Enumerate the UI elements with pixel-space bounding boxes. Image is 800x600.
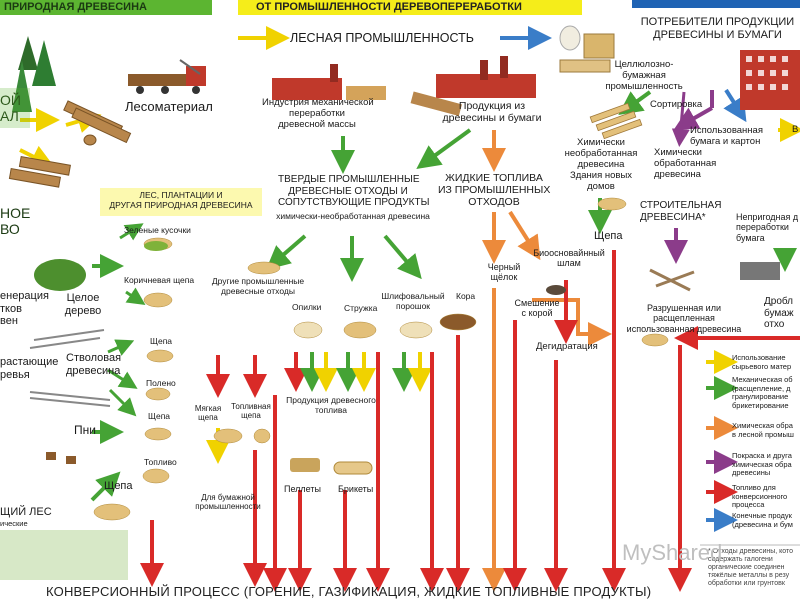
wood-paper-products-label: Продукция из древесины и бумаги bbox=[442, 100, 542, 125]
header-natural-wood: ПРИРОДНАЯ ДРЕВЕСИНА bbox=[4, 1, 147, 13]
legend-item-final: Конечные продук (древесина и бум bbox=[732, 511, 793, 529]
left-green-box bbox=[0, 88, 30, 128]
timber-truck-icon bbox=[128, 59, 206, 94]
forest-plantations-label: ЛЕС, ПЛАНТАЦИИ И ДРУГАЯ ПРИРОДНАЯ ДРЕВЕС… bbox=[109, 190, 253, 210]
growing-fragment-label: растающие ревья bbox=[0, 356, 59, 381]
pulp-paper-label: Целлюлозно- бумажная промышленность bbox=[605, 59, 683, 92]
pellets-icon bbox=[290, 458, 320, 472]
footnote: * Отходы древесины, кото содержать галог… bbox=[708, 548, 794, 588]
stem-wood-icon bbox=[29, 329, 111, 407]
paper-products-icon bbox=[559, 25, 615, 73]
fuel-label: Топливо bbox=[144, 457, 177, 467]
conversion-process-label: КОНВЕРСИОННЫЙ ПРОЦЕСС (ГОРЕНИЕ, ГАЗИФИКА… bbox=[46, 584, 652, 599]
solid-wastes-label: ТВЕРДЫЕ ПРОМЫШЛЕННЫЕ ДРЕВЕСНЫЕ ОТХОДЫ И … bbox=[278, 174, 430, 208]
chem-untreated-label: Химически необработанная древесина Здани… bbox=[564, 137, 638, 192]
green-tree-icon bbox=[34, 241, 168, 291]
briquettes-label: Брикеты bbox=[338, 484, 374, 494]
dehydration-label: Дегидратация bbox=[536, 341, 598, 352]
black-liquor-label: Черный щёлок bbox=[487, 262, 521, 283]
factory-mechanical-icon bbox=[272, 64, 386, 100]
fuel-wood-label: Топливная щепа bbox=[231, 402, 271, 421]
crushed-paper-icon bbox=[740, 262, 780, 280]
forest-fragment-label: ЩИЙ ЛЕС bbox=[0, 506, 52, 518]
left-fragment-top: ОЙ АЛ bbox=[0, 92, 21, 125]
forest-industry-label: ЛЕСНАЯ ПРОМЫШЛЕННОСТЬ bbox=[290, 31, 474, 45]
legend-item-mechanical: Механическая об (расщепление, д гранулир… bbox=[732, 375, 793, 410]
header-industry-band bbox=[238, 0, 582, 15]
mix-with-bark-label: Смешение с корой bbox=[514, 298, 560, 319]
sawdust-label: Опилки bbox=[292, 302, 322, 312]
left-fragment-mid: НОЕ ВО bbox=[0, 205, 31, 238]
soft-chips-label: Мягкая щепа bbox=[194, 404, 222, 423]
generation-fragment-label: енерация тков вен bbox=[0, 290, 49, 328]
stumps-icon bbox=[46, 452, 76, 464]
timber-label: Лесоматериал bbox=[125, 99, 213, 114]
for-paper-label: Для бумажной промышленности bbox=[195, 493, 261, 512]
header-natural-wood-band bbox=[0, 0, 212, 15]
green-chips-label: Зеленые кусочки bbox=[124, 225, 191, 235]
destroyed-wood-label: Разрушенная или расщепленная использован… bbox=[626, 303, 742, 334]
chips-icons bbox=[93, 197, 669, 521]
whole-tree-label: Целое дерево bbox=[64, 292, 102, 317]
wood-fuel-production-label: Продукция древесного топлива bbox=[286, 395, 376, 415]
chips-3-label: Щепа bbox=[104, 480, 133, 492]
mechanical-processing-label: Индустрия механической переработки древе… bbox=[262, 97, 374, 130]
liquid-fuels-label: ЖИДКИЕ ТОПЛИВА ИЗ ПРОМЫШЛЕННЫХ ОТХОДОВ bbox=[438, 172, 551, 209]
building-wood-label: СТРОИТЕЛЬНАЯ ДРЕВЕСИНА* bbox=[640, 200, 722, 223]
logs-pile-icon bbox=[8, 100, 132, 188]
factory-paper-icon bbox=[410, 56, 536, 117]
header-used-wood-band bbox=[632, 0, 800, 8]
unsuitable-paper-label: Непригодная д переработки бумага bbox=[736, 212, 799, 243]
planks-icon bbox=[589, 102, 643, 140]
header-from-industry: ОТ ПРОМЫШЛЕННОСТИ ДЕРЕВОПЕРЕРАБОТКИ bbox=[256, 1, 522, 13]
forest-plantations-box bbox=[100, 188, 262, 216]
solid-wastes-sub: химически-необработанная древесина bbox=[276, 211, 430, 221]
legend-arrows bbox=[706, 350, 738, 532]
legend-item-fuel: Топливо для конверсионного процесса bbox=[732, 483, 788, 510]
legend: Использование сырьевого матер Механическ… bbox=[700, 350, 800, 538]
watermark: MyShared bbox=[622, 540, 723, 565]
used-paper-label: Использованная бумага и картон bbox=[690, 125, 763, 147]
building-icon bbox=[740, 50, 800, 110]
right-edge-b: В bbox=[792, 124, 799, 135]
legend-item-painting: Покраска и друга химическая обра древеси… bbox=[732, 451, 792, 478]
sanding-dust-label: Шлифовальный порошок bbox=[381, 291, 445, 311]
legend-item-chemical: Химическая обра в лесной промыш bbox=[732, 421, 794, 439]
chips-2-label: Щепа bbox=[148, 411, 171, 421]
pellets-label: Пеллеты bbox=[284, 484, 321, 494]
chips-1-label: Щепа bbox=[150, 336, 173, 346]
stem-wood-label: Стволовая древесина bbox=[66, 352, 122, 377]
log-label: Полено bbox=[146, 378, 176, 388]
shavings-label: Стружка bbox=[344, 303, 378, 313]
sorting-label: Сортировка bbox=[650, 99, 703, 110]
chips-right-label: Щепа bbox=[594, 230, 623, 242]
sludge-icon bbox=[546, 285, 566, 295]
brown-chips-label: Коричневая щепа bbox=[124, 275, 195, 285]
briquettes-icon bbox=[333, 461, 373, 475]
consumers-label: ПОТРЕБИТЕЛИ ПРОДУКЦИИ ДРЕВЕСИНЫ И БУМАГИ bbox=[640, 16, 795, 41]
biosludge-label: Биоосновайнный шлам bbox=[533, 248, 605, 269]
young-forest-icon bbox=[0, 530, 128, 580]
legend-item-raw: Использование сырьевого матер bbox=[732, 353, 792, 371]
crushed-fragment-label: Дробл бумаж отхо bbox=[764, 296, 794, 330]
forest-fragment-sub: ические bbox=[0, 519, 28, 528]
chem-treated-label: Химически обработанная древесина bbox=[654, 147, 717, 180]
destroyed-wood-icon bbox=[649, 268, 695, 292]
bark-label: Кора bbox=[456, 291, 476, 301]
forest-trees-icon bbox=[12, 36, 56, 112]
other-wastes-label: Другие промышленные древесные отходы bbox=[211, 276, 305, 296]
stumps-label: Пни bbox=[74, 423, 96, 437]
